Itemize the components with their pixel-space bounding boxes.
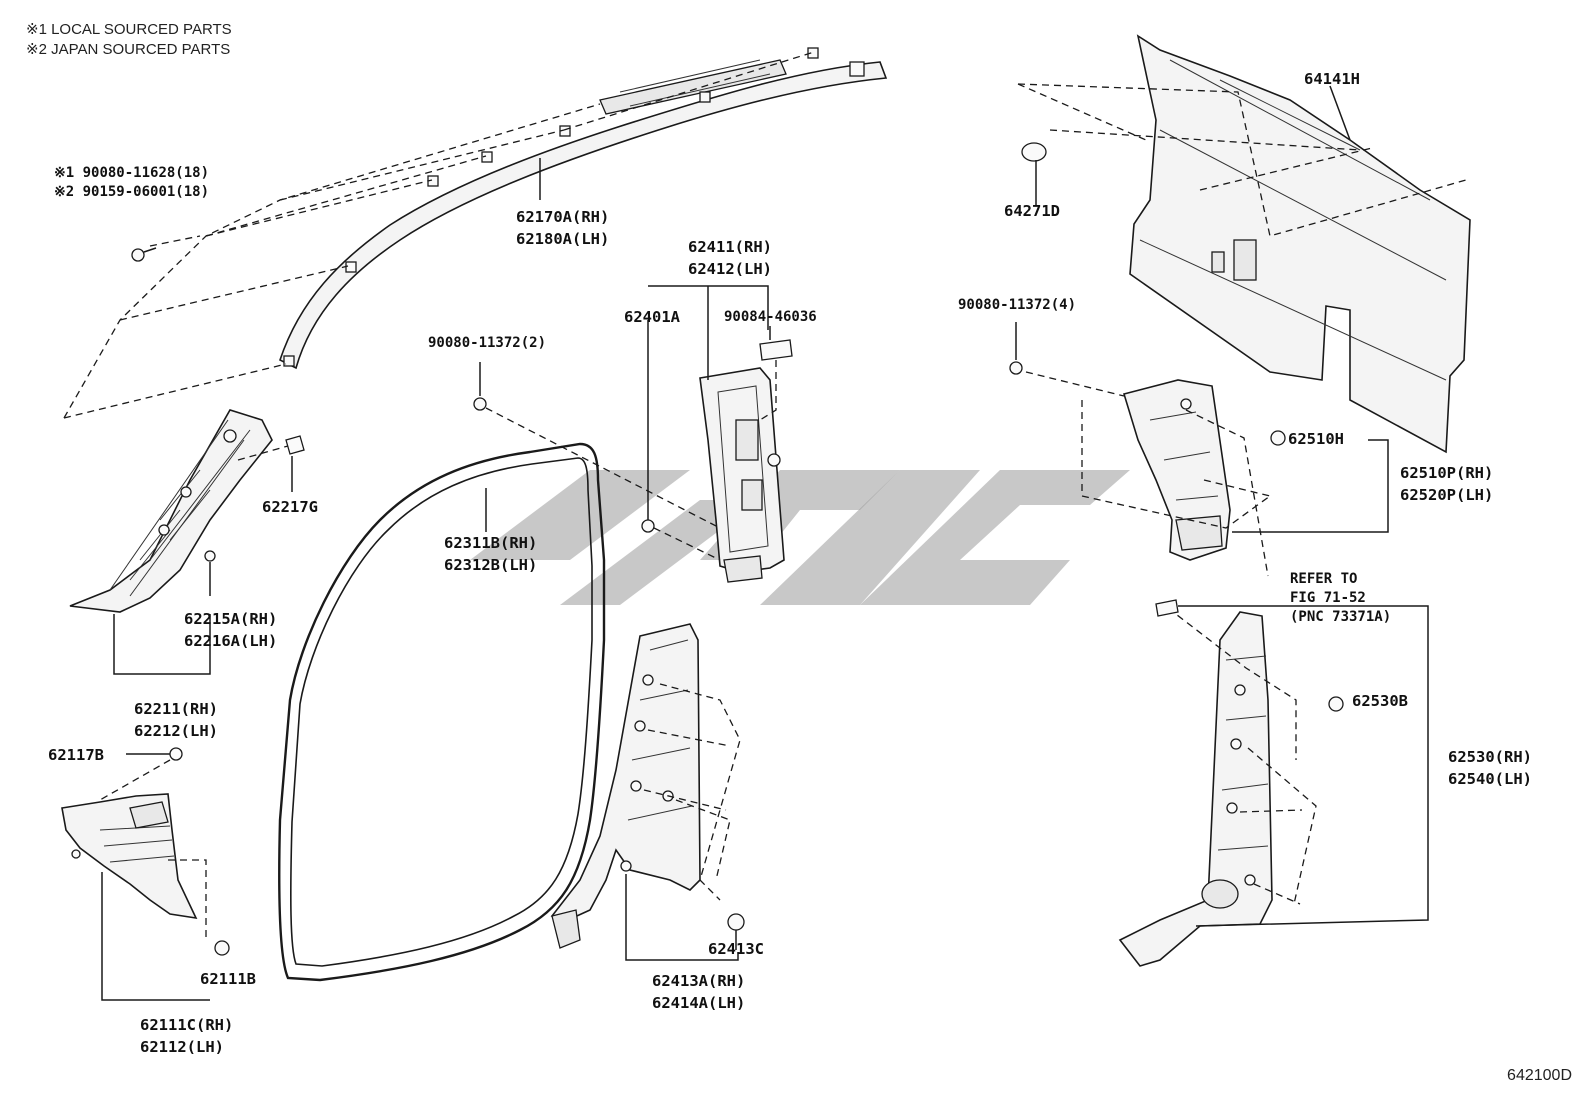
label-weatherstrip-lh: 62312B(LH) — [444, 556, 538, 574]
c-pillar-upper-callout: 62510P(RH) 62520P(LH) — [1400, 462, 1493, 506]
label-bolt-japan: ※2 90159-06001(18) — [54, 184, 210, 200]
label-cowl-side-lh: 62112(LH) — [140, 1038, 224, 1056]
c-pillar-lower-callout: 62530(RH) 62540(LH) — [1448, 746, 1532, 790]
label-62217g: 62217G — [262, 498, 318, 516]
label-a-pillar-clip-lh: 62216A(LH) — [184, 632, 278, 650]
b-pillar-upper-garnish — [699, 367, 785, 583]
label-90084-46036: 90084-46036 — [724, 309, 817, 325]
c-pillar-clip-62530b-icon — [1328, 696, 1344, 712]
label-roof-rail-rh: 62170A(RH) — [516, 208, 610, 226]
screw-90080-11372-4-icon — [1009, 322, 1023, 375]
a-pillar-garnish-callout: 62211(RH) 62212(LH) — [134, 698, 218, 742]
label-a-pillar-clip-rh: 62215A(RH) — [184, 610, 278, 628]
label-62530b: 62530B — [1352, 692, 1408, 710]
label-screw-2: 90080-11372(2) — [428, 335, 547, 351]
label-roof-rail-lh: 62180A(LH) — [516, 230, 610, 248]
note-local: ※1 LOCAL SOURCED PARTS — [26, 21, 232, 38]
b-pillar-lower-bracket — [625, 874, 739, 961]
b-pillar-upper-callout: 62411(RH) 62412(LH) — [688, 236, 772, 280]
label-a-pillar-garnish-lh: 62212(LH) — [134, 722, 218, 740]
label-b-pillar-lower-rh: 62413A(RH) — [652, 972, 746, 990]
refer-clip-icon — [1155, 599, 1429, 927]
figure-id: 642100D — [1507, 1067, 1572, 1084]
refer-line-2: FIG 71-52 — [1290, 590, 1366, 606]
a-pillar-bracket — [113, 614, 211, 675]
label-bolt-local: ※1 90080-11628(18) — [54, 165, 210, 181]
roof-rail-callout: 62170A(RH) 62180A(LH) — [516, 206, 609, 250]
headlining-clip-64271d-icon — [1021, 142, 1047, 206]
a-pillar-clip-callout: 62215A(RH) 62216A(LH) — [184, 608, 277, 652]
label-62510h: 62510H — [1288, 430, 1344, 448]
roof-rail-bolt-icon — [131, 247, 157, 262]
c-pillar-upper-dash-lines — [1025, 371, 1271, 577]
label-screw-4: 90080-11372(4) — [958, 297, 1077, 313]
b-pillar-lower-clip-62413c-icon — [727, 913, 745, 950]
door-weatherstrip — [278, 442, 606, 982]
a-pillar-clip-62217g-icon — [237, 435, 305, 492]
c-pillar-upper-garnish — [1122, 379, 1231, 561]
weatherstrip-callout: 62311B(RH) 62312B(LH) — [444, 532, 537, 576]
label-c-pillar-upper-rh: 62510P(RH) — [1400, 464, 1494, 482]
roof-headlining — [1129, 34, 1471, 454]
screw-90080-11372-2-icon — [473, 362, 721, 529]
label-b-pillar-lower-lh: 62414A(LH) — [652, 994, 746, 1012]
label-64141h: 64141H — [1304, 70, 1360, 88]
c-pillar-lower-dash-lines — [1167, 607, 1317, 905]
label-weatherstrip-rh: 62311B(RH) — [444, 534, 538, 552]
cowl-side-callout: 62111C(RH) 62112(LH) — [140, 1014, 233, 1058]
label-c-pillar-lower-rh: 62530(RH) — [1448, 748, 1532, 766]
b-pillar-lower-callout: 62413A(RH) 62414A(LH) — [652, 970, 745, 1014]
b-pillar-lower-garnish — [550, 623, 701, 949]
label-62413c: 62413C — [708, 940, 764, 958]
a-pillar-garnish — [69, 409, 273, 613]
roof-headlining-dash-lines — [1017, 83, 1467, 237]
refer-note: REFER TO FIG 71-52 (PNC 73371A) — [1290, 570, 1391, 627]
c-pillar-lower-garnish — [1118, 611, 1273, 967]
label-b-pillar-upper-rh: 62411(RH) — [688, 238, 772, 256]
b-pillar-clip-90084-icon — [759, 326, 793, 421]
b-pillar-upper-bracket — [648, 285, 769, 330]
roof-side-rail — [279, 47, 888, 370]
label-62117b: 62117B — [48, 746, 104, 764]
cowl-bracket — [101, 872, 210, 1001]
cowl-clip-62111b-icon — [168, 859, 230, 956]
label-62111b: 62111B — [200, 970, 256, 988]
roof-rail-dash-lines — [63, 51, 815, 419]
bolt-callout: ※1 90080-11628(18) ※2 90159-06001(18) — [54, 164, 209, 202]
label-a-pillar-garnish-rh: 62211(RH) — [134, 700, 218, 718]
label-b-pillar-upper-lh: 62412(LH) — [688, 260, 772, 278]
b-pillar-clip-62401a-icon — [641, 320, 721, 561]
refer-line-1: REFER TO — [1290, 571, 1358, 587]
label-64271d: 64271D — [1004, 202, 1060, 220]
headlining-leader — [1329, 85, 1351, 141]
refer-line-3: (PNC 73371A) — [1290, 609, 1392, 625]
c-pillar-clip-62510h-icon — [1270, 430, 1286, 446]
cowl-clip-62117b-icon — [99, 747, 183, 801]
label-c-pillar-lower-lh: 62540(LH) — [1448, 770, 1532, 788]
a-pillar-clip-62215a-icon — [204, 550, 216, 596]
label-c-pillar-upper-lh: 62520P(LH) — [1400, 486, 1494, 504]
note-japan: ※2 JAPAN SOURCED PARTS — [26, 41, 231, 58]
label-cowl-side-rh: 62111C(RH) — [140, 1016, 234, 1034]
c-pillar-upper-bracket — [1232, 439, 1389, 533]
label-62401a: 62401A — [624, 308, 680, 326]
watermark-logo — [470, 470, 1130, 605]
notes: ※1 LOCAL SOURCED PARTS ※2 JAPAN SOURCED … — [26, 20, 232, 60]
cowl-side-trim — [61, 793, 198, 920]
b-pillar-lower-dash-lines — [643, 683, 741, 901]
